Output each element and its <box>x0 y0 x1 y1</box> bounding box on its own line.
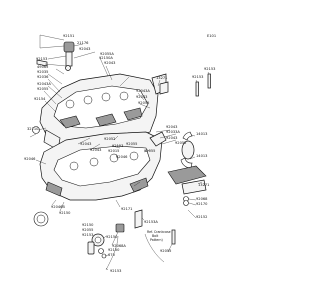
part-label: 92153A <box>144 220 158 224</box>
part-label: 92153 <box>192 75 203 79</box>
part-label: 92055 <box>82 228 93 232</box>
part-label: 92043 <box>104 61 115 65</box>
part-label: 92068A <box>112 244 126 248</box>
part-label: 92153 <box>204 67 215 71</box>
part-label: 92052 <box>175 141 186 145</box>
part-label: 92043A <box>136 89 150 93</box>
part-label: 92055 <box>37 87 48 91</box>
callout-lines <box>29 34 210 271</box>
part-label: 92152 <box>196 215 207 219</box>
part-label: 92153 <box>112 144 123 148</box>
part-label: 92055 <box>138 101 149 105</box>
part-label: 92055 <box>144 149 155 153</box>
part-labels: 92151 21176 92043 92055A 92150A 92043 92… <box>24 34 215 273</box>
part-label: 92035 <box>37 70 48 74</box>
part-label: 92150 <box>108 248 120 252</box>
part-label: 92153 <box>110 269 121 273</box>
part-label: 670 <box>108 253 116 257</box>
part-label: 92055 <box>160 249 171 253</box>
lower-crankcase <box>39 131 167 201</box>
part-label: 92150 <box>59 211 71 215</box>
part-label: 92153 <box>36 57 47 61</box>
part-label: 13271 <box>198 183 209 187</box>
note-line: Ref. Crankcase <box>147 230 171 234</box>
note-line: Bolt <box>152 234 159 238</box>
part-label: 32110 <box>27 127 39 131</box>
part-label: 92043 <box>90 148 101 152</box>
part-label: 92043 <box>80 142 91 146</box>
part-label: 92015 <box>108 149 119 153</box>
part-label: 92150 <box>82 223 94 227</box>
part-label: 92055A <box>100 52 114 56</box>
small-parts <box>32 41 211 271</box>
part-label: 92043 <box>166 125 177 129</box>
part-label: 92153 <box>82 233 93 237</box>
part-label: 92046B <box>51 205 65 209</box>
part-label: 92046 <box>24 157 36 161</box>
part-label: 92036 <box>37 75 49 79</box>
part-label: 92046 <box>116 155 128 159</box>
part-label: 92033A <box>166 130 180 134</box>
part-label: 13271 <box>156 76 167 80</box>
part-label: 92043A <box>37 82 51 86</box>
part-label: 49065 <box>37 65 48 69</box>
crankcase-parts-diagram: E101 <box>24 34 217 273</box>
part-label: 92151 <box>63 34 74 38</box>
part-label: 14013 <box>196 154 207 158</box>
part-label: 92052 <box>104 137 115 141</box>
part-label: 92043 <box>79 47 90 51</box>
part-label: 92154 <box>34 97 46 101</box>
part-label: 14013 <box>196 132 207 136</box>
part-label: 92068 <box>196 197 208 201</box>
part-label: 92171 <box>121 207 132 211</box>
part-label: 92170 <box>196 202 208 206</box>
part-label: 92043 <box>166 136 177 140</box>
note-line: Pattern) <box>150 238 163 242</box>
part-label: 21176 <box>77 41 89 45</box>
part-label: 92150 <box>106 235 118 239</box>
part-label: 92150A <box>99 56 113 60</box>
reference-note: Ref. Crankcase Bolt Pattern) <box>147 230 171 242</box>
diagram-code: E101 <box>207 34 216 38</box>
part-label: 92033 <box>136 95 147 99</box>
part-label: 92055 <box>126 142 137 146</box>
